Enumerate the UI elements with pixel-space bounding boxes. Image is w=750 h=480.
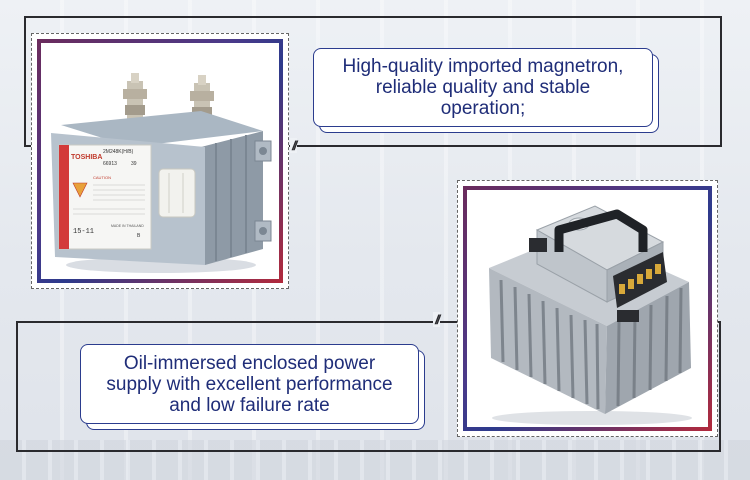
- svg-text:2M248K(H/B): 2M248K(H/B): [103, 149, 134, 155]
- callout-line: Oil-immersed enclosed power: [123, 352, 376, 374]
- callout-line: reliable quality and stable: [375, 77, 591, 98]
- power-supply-callout-text: Oil-immersed enclosed power supply with …: [106, 353, 392, 416]
- callout-line: operation;: [440, 98, 526, 119]
- callout-line: and low failure rate: [169, 394, 330, 416]
- frame-slash-decoration: //: [290, 138, 297, 153]
- power-supply-image: [489, 205, 692, 425]
- magnetron-callout-text: High-quality imported magnetron, reliabl…: [343, 56, 624, 119]
- top-outline-frame: [24, 16, 722, 147]
- frame-slash-decoration: //: [433, 312, 440, 327]
- magnetron-image: TOSHIBA 2M248K(H/B) 66913 39 CAUTION 15-…: [51, 73, 272, 273]
- power-supply-photo-frame: [463, 186, 712, 431]
- svg-text:TOSHIBA: TOSHIBA: [71, 154, 102, 161]
- svg-text:15-11: 15-11: [73, 228, 94, 236]
- svg-text:MADE IN THAILAND: MADE IN THAILAND: [111, 224, 144, 228]
- magnetron-photo-panel: TOSHIBA 2M248K(H/B) 66913 39 CAUTION 15-…: [31, 33, 289, 289]
- svg-text:B: B: [137, 233, 141, 239]
- bottom-outline-frame: [16, 321, 721, 452]
- power-supply-callout: Oil-immersed enclosed power supply with …: [80, 344, 419, 424]
- magnetron-callout: High-quality imported magnetron, reliabl…: [313, 48, 653, 127]
- callout-line: supply with excellent performance: [106, 373, 393, 395]
- svg-text:66913: 66913: [103, 161, 117, 167]
- background-floor: [0, 440, 750, 480]
- callout-line: High-quality imported magnetron,: [342, 56, 624, 77]
- magnetron-photo-frame: TOSHIBA 2M248K(H/B) 66913 39 CAUTION 15-…: [37, 39, 283, 283]
- power-supply-photo-panel: [457, 180, 718, 437]
- svg-text:CAUTION: CAUTION: [93, 175, 111, 180]
- magnetron-terminal: [123, 73, 147, 123]
- svg-text:39: 39: [131, 161, 137, 167]
